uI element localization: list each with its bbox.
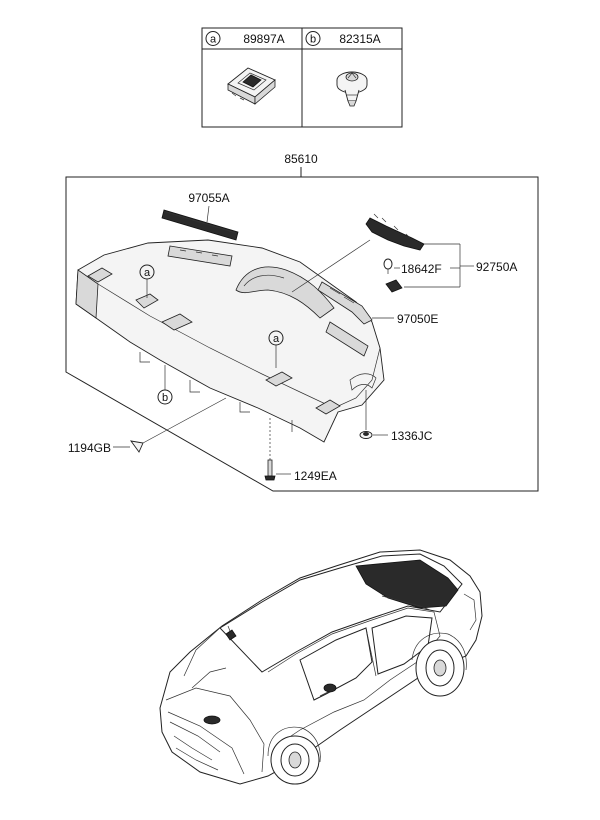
callout-1336JC: 1336JC [391, 429, 433, 443]
legend-marker-b-letter: b [310, 34, 316, 46]
legend-marker-b [305, 31, 321, 46]
marker-a-1-letter: a [144, 267, 151, 279]
callout-1194GB: 1194GB [68, 441, 111, 455]
grommet-1336JC: 1336JC [359, 390, 433, 443]
bolt-1249EA: 1249EA [264, 418, 337, 483]
cover-97050E: 97050E [317, 281, 438, 326]
main-part-number: 85610 [284, 152, 318, 166]
legend-table: a 89897A b 82315A [201, 27, 403, 128]
legend-part-no-b: 82315A [339, 32, 380, 46]
marker-a-2-letter: a [273, 333, 280, 345]
callout-97055A: 97055A [188, 191, 229, 205]
clip-1194GB: 1194GB [68, 397, 227, 455]
callout-1249EA: 1249EA [294, 469, 337, 483]
clip-pad-part-drawing [227, 67, 276, 105]
marker-b-letter: b [162, 392, 168, 404]
car-location-illustration [159, 549, 483, 785]
legend-marker-a [205, 31, 221, 46]
marker-b [157, 389, 173, 405]
lamp-assembly-92750A: 92750A 18642F [291, 213, 517, 293]
callout-92750A: 92750A [476, 260, 517, 274]
legend-part-no-a: 89897A [243, 32, 284, 46]
assembly-frame: 85610 [65, 152, 539, 492]
cover-97055A: 97055A [161, 191, 239, 241]
callout-97050E: 97050E [397, 312, 438, 326]
package-tray-trim: a a b [75, 239, 385, 443]
push-clip-part-drawing [336, 71, 368, 107]
callout-18642F: 18642F [401, 262, 442, 276]
assembly-boundary [65, 176, 539, 492]
legend-marker-a-letter: a [210, 34, 217, 46]
